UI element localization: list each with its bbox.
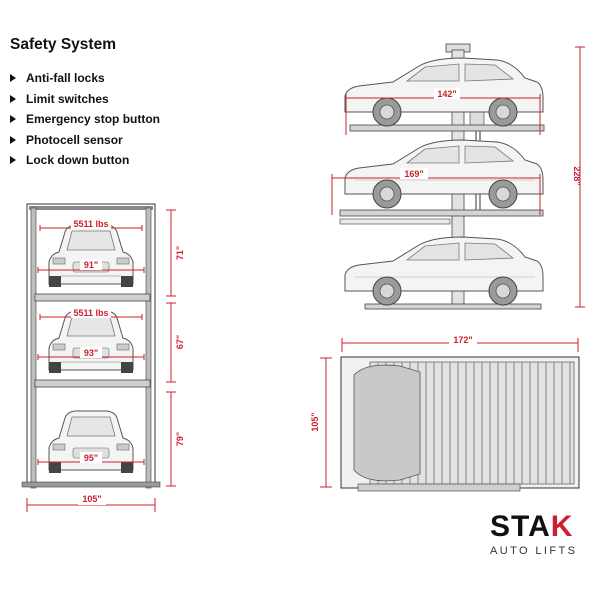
feature-item: Emergency stop button xyxy=(10,109,160,130)
platform-ramp xyxy=(339,218,451,225)
right-post xyxy=(145,207,152,489)
overall-width-label: 105" xyxy=(82,494,101,504)
top-view-drawing xyxy=(340,356,580,492)
level-1-width-label: 91" xyxy=(84,260,98,270)
brand-tagline: AUTO LIFTS xyxy=(490,545,578,557)
front-view-drawing xyxy=(21,203,161,489)
level-1-platform xyxy=(34,293,151,302)
feature-label: Emergency stop button xyxy=(26,112,161,126)
triangle-bullet-icon xyxy=(10,115,16,124)
triangle-bullet-icon xyxy=(10,135,16,144)
middle-platform-length-label: 169" xyxy=(404,169,423,179)
feature-item: Anti-fall locks xyxy=(10,68,160,89)
brand-accent-letter: K xyxy=(550,510,574,543)
middle-platform xyxy=(339,209,544,217)
upper-platform-length-label: 142" xyxy=(437,89,456,99)
level-2-width-label: 93" xyxy=(84,348,98,358)
side-view-drawing xyxy=(339,43,545,310)
feature-item: Photocell sensor xyxy=(10,130,160,151)
feature-item: Limit switches xyxy=(10,89,160,110)
overall-height-label: 228" xyxy=(572,166,582,185)
level-2-platform xyxy=(34,379,151,388)
front-base xyxy=(21,481,161,488)
feature-label: Lock down button xyxy=(26,153,130,167)
level-2-capacity-label: 5511 lbs xyxy=(73,308,108,318)
page-title: Safety System xyxy=(10,36,116,53)
front-dimension-lines xyxy=(26,209,176,512)
top-length-label: 172" xyxy=(453,335,472,345)
feature-label: Limit switches xyxy=(26,91,109,106)
top-width-label: 105" xyxy=(310,412,320,431)
brand-main-text: STA xyxy=(490,510,551,543)
feature-label: Photocell sensor xyxy=(26,132,123,147)
feature-label: Anti-fall locks xyxy=(26,71,105,85)
triangle-bullet-icon xyxy=(10,94,16,103)
level-3-height-label: 79" xyxy=(175,432,185,446)
level-1-capacity-label: 5511 lbs xyxy=(73,219,108,229)
side-ground-base xyxy=(364,303,542,310)
level-1-height-label: 71" xyxy=(175,246,185,260)
feature-item: Lock down button xyxy=(10,150,160,171)
triangle-bullet-icon xyxy=(10,156,16,165)
left-post xyxy=(30,207,37,489)
triangle-bullet-icon xyxy=(10,74,16,83)
side-dimension-lines xyxy=(331,46,585,308)
safety-feature-list: Anti-fall locks Limit switches Emergency… xyxy=(10,68,160,171)
upper-platform xyxy=(349,124,545,132)
level-2-height-label: 67" xyxy=(175,335,185,349)
level-3-width-label: 95" xyxy=(84,453,98,463)
car-top-silhouette xyxy=(353,364,421,482)
